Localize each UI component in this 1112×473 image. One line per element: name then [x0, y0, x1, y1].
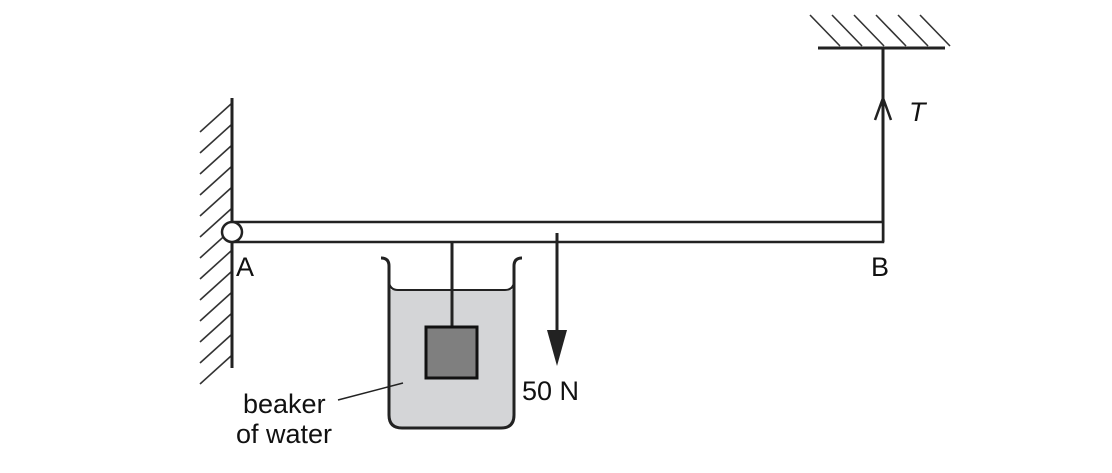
- label-beaker-line2: of water: [236, 419, 332, 449]
- hatch-line: [853, 14, 885, 47]
- beaker: [380, 256, 523, 430]
- wall-hatching: [199, 103, 232, 385]
- hatch-line: [897, 14, 929, 47]
- ceiling-hatching: [809, 14, 951, 47]
- beaker-leader-line: [337, 382, 404, 401]
- hatch-line: [199, 334, 232, 364]
- hatch-line: [199, 124, 232, 154]
- hatch-line: [831, 14, 863, 47]
- hatch-line: [919, 14, 951, 47]
- hatch-line: [199, 166, 232, 196]
- hatch-line: [199, 271, 232, 301]
- hatch-line: [199, 250, 232, 280]
- hatch-line: [199, 145, 232, 175]
- hatch-line: [199, 313, 232, 343]
- label-b: B: [871, 252, 889, 282]
- label-beaker-line1: beaker: [243, 389, 326, 419]
- submerged-block: [424, 325, 479, 380]
- label-tension: T: [909, 97, 928, 127]
- hatch-line: [199, 355, 232, 385]
- label-weight: 50 N: [522, 376, 579, 406]
- label-a: A: [236, 252, 254, 282]
- hatch-line: [199, 292, 232, 322]
- weight-arrow-head: [547, 330, 567, 366]
- pivot: [220, 220, 244, 244]
- hatch-line: [809, 14, 841, 47]
- hatch-line: [199, 208, 232, 238]
- hatch-line: [875, 14, 907, 47]
- hatch-line: [199, 187, 232, 217]
- tension-arrow-head: [873, 94, 893, 121]
- hatch-line: [199, 103, 232, 133]
